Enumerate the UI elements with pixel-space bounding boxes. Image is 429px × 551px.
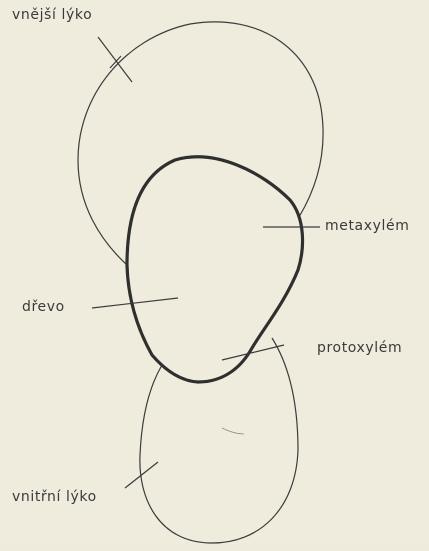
leader-wood <box>92 298 178 308</box>
label-outer-phloem: vnější lýko <box>12 8 92 22</box>
label-protoxylem: protoxylém <box>317 341 402 355</box>
label-metaxylem: metaxylém <box>325 219 409 233</box>
label-wood: dřevo <box>22 300 65 314</box>
inner-mark <box>222 428 244 434</box>
inner-phloem-outline <box>140 338 298 543</box>
leader-outer-phloem <box>98 37 132 82</box>
wood-outline <box>127 157 303 382</box>
label-inner-phloem: vnitřní lýko <box>12 490 97 504</box>
